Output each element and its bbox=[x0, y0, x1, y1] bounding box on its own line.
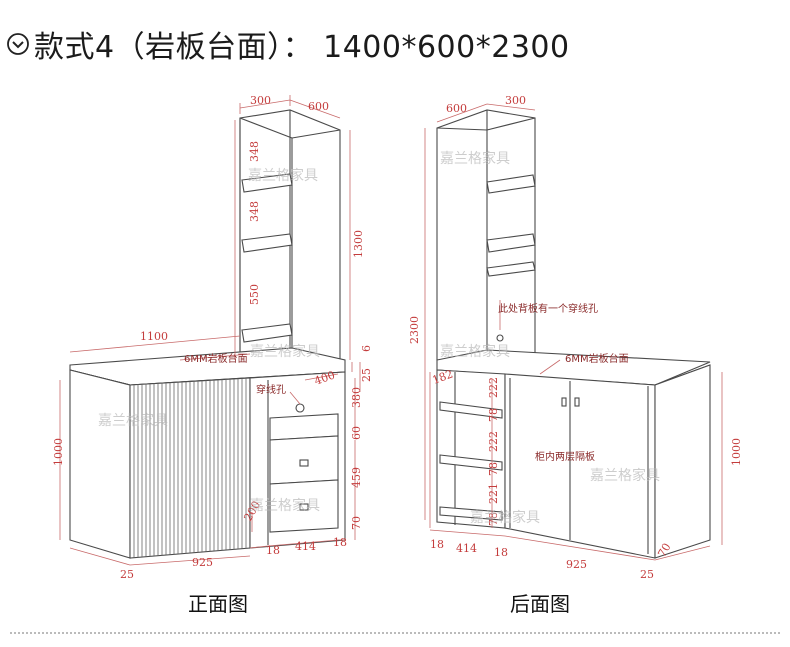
back-dim-top-width: 600 bbox=[446, 102, 467, 115]
front-dim-side-height: 1000 bbox=[52, 438, 65, 466]
back-dim-height: 1000 bbox=[730, 438, 743, 466]
back-dim-g1: 78 bbox=[487, 408, 500, 422]
front-dim-bottom-left: 25 bbox=[120, 568, 134, 581]
back-dim-total-height: 2300 bbox=[408, 316, 421, 344]
back-dim-top-depth: 300 bbox=[505, 94, 526, 107]
back-dim-s1: 222 bbox=[487, 377, 500, 398]
front-dim-tower-height: 1300 bbox=[352, 230, 365, 258]
back-dim-bottom-main: 925 bbox=[566, 558, 587, 571]
front-note-cable-hole: 穿线孔 bbox=[256, 383, 286, 396]
front-dim-length: 1100 bbox=[140, 330, 168, 343]
watermark: 嘉兰格家具 bbox=[250, 343, 320, 360]
back-dim-bottom-right: 25 bbox=[640, 568, 654, 581]
back-dim-bottom-side2: 18 bbox=[494, 546, 508, 559]
front-dim-slab-thk: 6 bbox=[360, 345, 373, 352]
back-dim-g2: 78 bbox=[487, 462, 500, 476]
back-dim-plinth: 70 bbox=[655, 541, 673, 560]
back-dim-g3: 78 bbox=[487, 512, 500, 526]
back-dim-bottom-side1: 18 bbox=[430, 538, 444, 551]
watermark: 嘉兰格家具 bbox=[590, 467, 660, 484]
back-note-slab: 6MM岩板台面 bbox=[565, 352, 629, 365]
front-dim-drawers-h: 459 bbox=[350, 467, 363, 488]
front-dim-top-depth: 300 bbox=[250, 94, 271, 107]
front-dim-bottom-side2: 18 bbox=[333, 536, 347, 549]
slat-panel bbox=[133, 378, 247, 558]
watermark: 嘉兰格家具 bbox=[98, 412, 168, 429]
back-note-inner-shelves: 柜内两层隔板 bbox=[535, 450, 595, 463]
front-dim-bottom-side1: 18 bbox=[266, 544, 280, 557]
front-dim-top-width: 600 bbox=[308, 100, 329, 113]
back-dim-s2: 222 bbox=[487, 431, 500, 452]
page-header: 款式4（岩板台面）： 1400*600*2300 bbox=[6, 18, 570, 70]
front-dim-shelf3: 550 bbox=[248, 284, 261, 305]
front-dim-shelf2: 348 bbox=[248, 201, 261, 222]
front-dim-slab-overhang: 25 bbox=[360, 368, 373, 382]
front-dim-bottom-cab: 414 bbox=[295, 540, 316, 553]
footer-divider bbox=[10, 632, 780, 634]
front-dim-shelf1: 348 bbox=[248, 141, 261, 162]
front-dim-plinth: 70 bbox=[350, 516, 363, 530]
back-note-cable-hole: 此处背板有一个穿线孔 bbox=[498, 302, 598, 315]
front-dim-cubby-h: 380 bbox=[350, 387, 363, 408]
front-view-caption: 正面图 bbox=[188, 592, 248, 616]
front-view: 300 600 348 348 550 1300 1100 6 25 400 3… bbox=[52, 94, 373, 581]
page-title: 款式4（岩板台面）： 1400*600*2300 bbox=[34, 30, 570, 65]
watermark: 嘉兰格家具 bbox=[440, 343, 510, 360]
back-view: 600 300 2300 182 222 78 222 78 221 78 10… bbox=[408, 94, 743, 581]
front-note-slab: 6MM岩板台面 bbox=[184, 352, 248, 365]
front-dim-bottom-main: 925 bbox=[192, 556, 213, 569]
back-dim-s3: 221 bbox=[487, 483, 500, 504]
watermark: 嘉兰格家具 bbox=[440, 150, 510, 167]
chevron-circle-down-icon bbox=[7, 33, 29, 55]
front-dim-drawer-gap: 60 bbox=[350, 426, 363, 440]
watermark: 嘉兰格家具 bbox=[250, 497, 320, 514]
watermark: 嘉兰格家具 bbox=[470, 509, 540, 526]
back-dim-bottom-cab: 414 bbox=[456, 542, 477, 555]
watermark: 嘉兰格家具 bbox=[248, 167, 318, 184]
back-view-caption: 后面图 bbox=[510, 592, 570, 616]
